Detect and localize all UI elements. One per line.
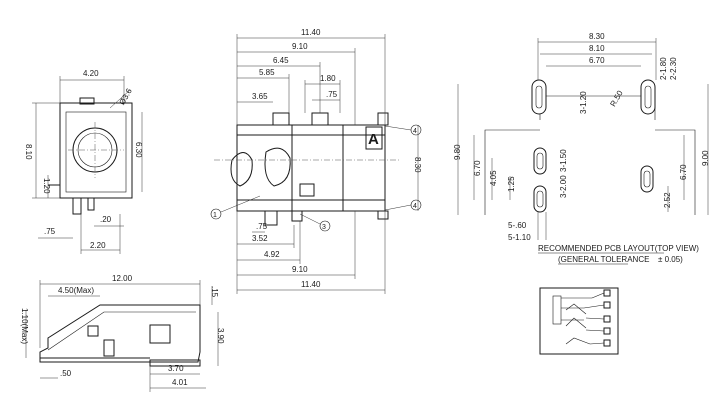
callout-1: 1: [213, 212, 217, 219]
schematic-spring-2: [565, 317, 587, 329]
pcb-r2-label: 2-2.30: [669, 57, 678, 80]
pcb-w2-label: 8.10: [589, 44, 605, 53]
pcb-tolerance-label: (GENERAL TOLERANCE: [558, 255, 649, 264]
top-d4-label: 1.80: [320, 74, 336, 83]
side-b3-label: 4.01: [172, 378, 188, 387]
schematic-spring-1: [565, 303, 587, 315]
jack-opening-left: [230, 152, 253, 187]
pcb-title: RECOMMENDED PCB LAYOUT(TOP VIEW): [538, 244, 699, 253]
pcb-v5-label: 2.52: [663, 192, 672, 208]
callout-3: 3: [322, 224, 326, 231]
top-b4-label: 9.10: [292, 265, 308, 274]
top-d2-label: 6.45: [273, 56, 289, 65]
top-body: [236, 124, 386, 212]
top-d6-label: .75: [326, 90, 338, 99]
side-foot: [149, 359, 201, 367]
side-b1-label: .50: [60, 369, 72, 378]
pcb-slot2-label: 3-1.50: [559, 149, 568, 172]
pcb-w3-label: 6.70: [589, 56, 605, 65]
pcb-right-height-label: 9.00: [701, 150, 710, 166]
front-base-label: .20: [100, 215, 112, 224]
pcb-pad-top-left: [531, 79, 547, 115]
callout-4a: 4: [413, 128, 417, 135]
side-length-label: 12.00: [112, 274, 133, 283]
top-pin-2: [291, 210, 303, 222]
front-pin-offset-label: .75: [44, 227, 56, 236]
pcb-slot1-label: 3-1.20: [579, 91, 588, 114]
pcb-pad-mid-right: [640, 165, 654, 193]
top-d1-label: 9.10: [292, 42, 308, 51]
pcb-pad-top-right: [640, 79, 656, 115]
jack-opening-right: [264, 147, 291, 187]
pcb-v1-label: 6.70: [473, 160, 482, 176]
pcb-v2-label: 4.05: [489, 170, 498, 186]
pcb-r1-label: 2-1.80: [659, 57, 668, 80]
marking-letter: A: [368, 131, 379, 148]
top-view: A 1 4 4 3 11.40 9.10 6.45 5.85 1.80 3.65: [210, 28, 422, 294]
pcb-v4-label: 6.70: [679, 164, 688, 180]
schematic-pin-4: [603, 327, 611, 335]
pcb-slot3-label: 3-2.00: [559, 175, 568, 198]
side-body: [39, 304, 201, 363]
top-tab-1: [272, 112, 290, 126]
letter-box: [365, 126, 383, 150]
front-body: [59, 102, 133, 199]
schematic-pin-5: [603, 339, 611, 347]
front-view: 4.20 Ø3.6 8.10 6.30 1.20 .20 .75 2.20: [24, 69, 143, 254]
front-inner: [65, 111, 127, 193]
pcb-s2-label: 5-1.10: [508, 233, 531, 242]
pcb-pad-mid-left: [533, 147, 547, 175]
schematic-pin-1: [603, 289, 611, 297]
top-tab-3: [377, 112, 389, 126]
top-pin-1: [264, 210, 278, 226]
front-tab-label: 1.20: [42, 178, 51, 194]
pcb-layout: 8.30 8.10 6.70 2-1.80 2-2.30 3-1.20 R.50…: [453, 32, 710, 265]
top-height-label: 8.30: [413, 157, 422, 173]
top-overall-label: 11.40: [301, 28, 321, 37]
side-tab: [87, 325, 99, 337]
top-b1-label: .75: [256, 222, 268, 231]
side-view: 12.00 4.50(Max) 1.10(Max) .15 3.90 .50 3…: [20, 274, 225, 392]
side-b2-label: 3.70: [168, 364, 184, 373]
front-inner-height-label: 6.30: [134, 142, 143, 158]
top-tab-2: [311, 112, 329, 126]
side-window: [149, 324, 171, 344]
pcb-tolerance-value: ± 0.05): [658, 255, 683, 264]
schematic-pin-2: [603, 301, 611, 309]
top-b5-label: 11.40: [301, 280, 321, 289]
front-pin-2: [87, 197, 95, 211]
schematic-pin-3: [603, 315, 611, 323]
front-pin: [72, 197, 82, 215]
schematic-frame: [539, 287, 619, 355]
side-h2-label: .15: [210, 286, 219, 298]
side-h3-label: 3.90: [216, 328, 225, 344]
side-height-label: 1.10(Max): [20, 308, 29, 344]
front-height-label: 8.10: [24, 144, 33, 160]
callout-4b: 4: [413, 203, 417, 210]
front-top-tab: [79, 97, 95, 105]
front-pin-width-label: 2.20: [90, 241, 106, 250]
side-pin: [103, 339, 115, 357]
pcb-s1-label: 5-.60: [508, 221, 527, 230]
front-width-label: 4.20: [83, 69, 99, 78]
top-b3-label: 4.92: [264, 250, 280, 259]
pcb-pad-low-left: [533, 185, 547, 213]
schematic: [539, 287, 619, 355]
side-inner: [47, 311, 196, 351]
top-d5-label: 3.65: [252, 92, 268, 101]
pcb-v3-label: 1.25: [507, 176, 516, 192]
pcb-w1-label: 8.30: [589, 32, 605, 41]
schematic-spring-3: [565, 337, 591, 345]
top-d3-label: 5.85: [259, 68, 275, 77]
side-d1-label: 4.50(Max): [58, 286, 94, 295]
pcb-left-height-label: 9.80: [453, 144, 462, 160]
top-b2-label: 3.52: [252, 234, 268, 243]
schematic-sleeve: [552, 295, 562, 325]
top-window: [299, 183, 315, 197]
top-pin-3: [377, 210, 389, 220]
pcb-radius-label: R.50: [608, 89, 625, 109]
